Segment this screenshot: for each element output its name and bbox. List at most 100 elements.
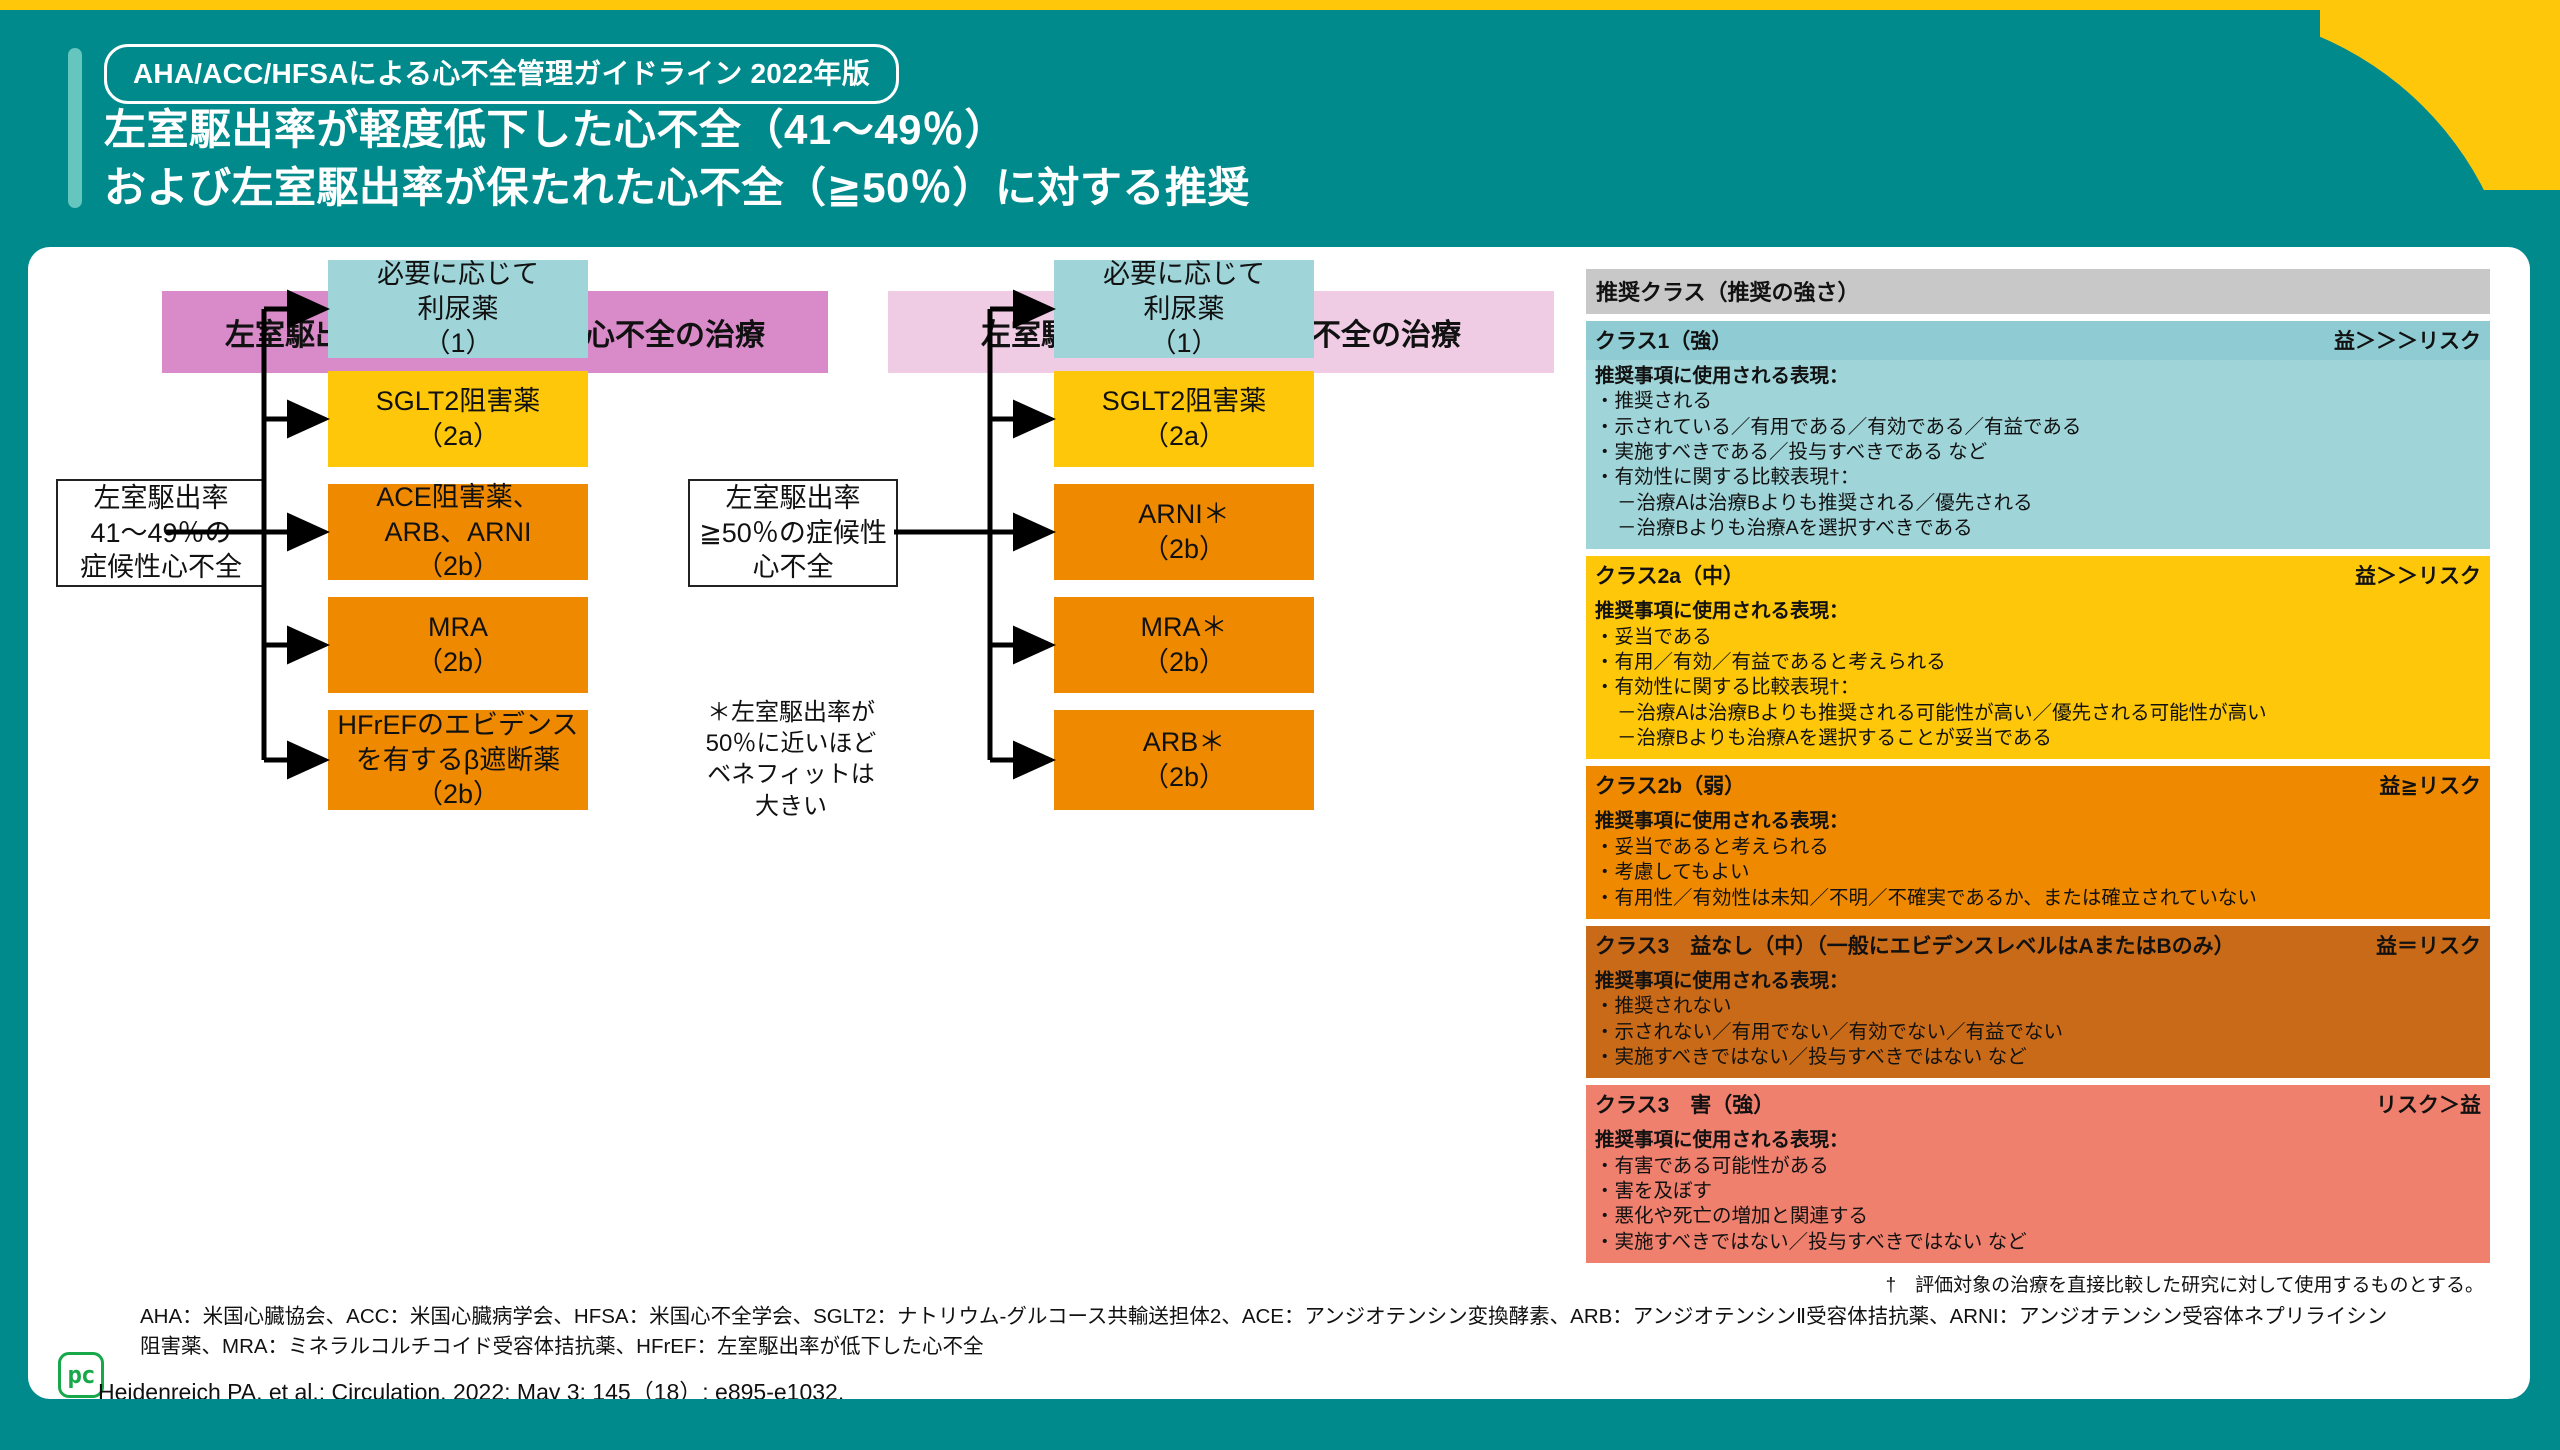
- rec-line: ・推奨される: [1595, 390, 1713, 413]
- box-line-1: SGLT2阻害薬: [375, 386, 541, 417]
- rec-line: －治療Bよりも治療Aを選択すべきである: [1617, 517, 1973, 540]
- box-line-2: 利尿薬: [417, 293, 499, 324]
- rec-line: ・有用／有効／有益であると考えられる: [1595, 651, 1946, 674]
- star-note-line-2: 50％に近いほど: [705, 730, 877, 758]
- rec-body-class3-nobenefit: 推奨事項に使用される表現： ・推奨されない ・示されない／有用でない／有効でない…: [1586, 964, 2490, 1079]
- source-line-1: 左室駆出率: [93, 483, 229, 514]
- box-line-1: 必要に応じて: [377, 259, 539, 290]
- source-line-3: 心不全: [752, 552, 834, 583]
- rec-head-class1: クラス1（強） 益＞＞＞リスク: [1586, 321, 2490, 360]
- teal-backdrop: [0, 10, 2320, 200]
- treatment-box-diuretics-hfmref: 必要に応じて 利尿薬 （1）: [328, 259, 588, 359]
- rec-phrase-label: 推奨事項に使用される表現：: [1595, 600, 1849, 623]
- source-box-hfmref: 左室駆出率 41〜49％の 症候性心不全: [56, 479, 266, 587]
- source-line-3: 症候性心不全: [80, 552, 242, 583]
- box-line-1: MRA＊: [1140, 612, 1228, 643]
- rec-line: －治療Bよりも治療Aを選択することが妥当である: [1617, 727, 2052, 750]
- rec-block-class2a: クラス2a（中） 益＞＞リスク 推奨事項に使用される表現： ・妥当である ・有用…: [1586, 556, 2490, 760]
- rec-block-class3-harm: クラス3 害（強） リスク＞益 推奨事項に使用される表現： ・有害である可能性が…: [1586, 1085, 2490, 1263]
- rec-line: ・実施すべきではない／投与すべきではない など: [1595, 1045, 2027, 1068]
- abbreviations-line-2: 阻害薬、MRA：ミネラルコルチコイド受容体拮抗薬、HFrEF：左室駆出率が低下し…: [140, 1334, 984, 1358]
- page-header: AHA/ACC/HFSAによる心不全管理ガイドライン 2022年版 左室駆出率が…: [0, 10, 2560, 245]
- treatment-box-mra-hfpef: MRA＊ （2b）: [1054, 597, 1314, 693]
- rec-body-class2a: 推奨事項に使用される表現： ・妥当である ・有用／有効／有益であると考えられる …: [1586, 595, 2490, 760]
- rec-line: ・示されている／有用である／有効である／有益である: [1595, 415, 2082, 438]
- page-title-line-2: および左室駆出率が保たれた心不全（≧50％）に対する推奨: [104, 164, 1250, 211]
- rec-risk-label: 益≧リスク: [2379, 775, 2481, 799]
- source-line-1: 左室駆出率: [725, 483, 861, 514]
- rec-line: ・考慮してもよい: [1595, 861, 1750, 884]
- rec-class-label: クラス3 益なし（中）（一般にエビデンスレベルはAまたはBのみ）: [1595, 934, 2235, 958]
- box-line-2: を有するβ遮断薬: [355, 744, 561, 775]
- box-line-2: （2b）: [1141, 762, 1227, 792]
- box-line-2: （2b）: [1141, 534, 1227, 564]
- box-line-2: ARB、ARNI: [384, 516, 532, 547]
- box-line-2: （2b）: [1141, 647, 1227, 677]
- rec-line: ・妥当であると考えられる: [1595, 835, 1829, 858]
- source-line-2: ≧50％の症候性: [699, 517, 887, 548]
- rec-line: －治療Aは治療Bよりも推奨される可能性が高い／優先される可能性が高い: [1617, 701, 2267, 724]
- rec-head-class2b: クラス2b（弱） 益≧リスク: [1586, 766, 2490, 806]
- rec-risk-label: リスク＞益: [2376, 1094, 2481, 1118]
- treatment-box-diuretics-hfpef: 必要に応じて 利尿薬 （1）: [1054, 259, 1314, 359]
- rec-head-class3-harm: クラス3 害（強） リスク＞益: [1586, 1085, 2490, 1125]
- rec-body-class2b: 推奨事項に使用される表現： ・妥当であると考えられる ・考慮してもよい ・有用性…: [1586, 805, 2490, 919]
- source-line-2: 41〜49％の: [90, 517, 232, 548]
- rec-phrase-label: 推奨事項に使用される表現：: [1595, 365, 1849, 387]
- box-line-2: （2b）: [415, 647, 501, 677]
- page-title-line-1: 左室駆出率が軽度低下した心不全（41〜49％）: [104, 106, 1007, 153]
- box-line-1: HFrEFのエビデンス: [337, 710, 579, 741]
- header-accent-bar: [68, 48, 82, 208]
- rec-body-class3-harm: 推奨事項に使用される表現： ・有害である可能性がある ・害を及ぼす ・悪化や死亡…: [1586, 1124, 2490, 1263]
- treatment-box-mra-hfmref: MRA （2b）: [328, 597, 588, 693]
- box-line-2: 利尿薬: [1143, 293, 1225, 324]
- rec-phrase-label: 推奨事項に使用される表現：: [1595, 969, 1849, 992]
- rec-risk-label: 益＞＞＞リスク: [2334, 330, 2481, 353]
- rec-line: ・有効性に関する比較表現†：: [1595, 676, 1860, 699]
- rec-risk-label: 益＝リスク: [2376, 934, 2481, 958]
- treatment-box-arni-hfpef: ARNI＊ （2b）: [1054, 484, 1314, 580]
- rec-head-class2a: クラス2a（中） 益＞＞リスク: [1586, 556, 2490, 596]
- box-line-3: （2b）: [415, 779, 501, 810]
- rec-risk-label: 益＞＞リスク: [2355, 565, 2481, 589]
- box-line-1: SGLT2阻害薬: [1101, 386, 1267, 417]
- box-line-1: MRA: [428, 612, 488, 643]
- treatment-box-sglt2-hfpef: SGLT2阻害薬 （2a）: [1054, 371, 1314, 467]
- pc-logo: pc: [58, 1352, 104, 1398]
- box-line-3: （1）: [1149, 328, 1219, 359]
- treatment-box-acei-arb-arni-hfmref: ACE阻害薬、 ARB、ARNI （2b）: [328, 482, 588, 581]
- rec-block-class3-nobenefit: クラス3 益なし（中）（一般にエビデンスレベルはAまたはBのみ） 益＝リスク 推…: [1586, 925, 2490, 1079]
- rec-body-class1: 推奨事項に使用される表現： ・推奨される ・示されている／有用である／有効である…: [1586, 360, 2490, 550]
- rec-class-label: クラス2b（弱）: [1595, 775, 1746, 799]
- rec-line: ・推奨されない: [1595, 995, 1732, 1018]
- rec-head-class3-nobenefit: クラス3 益なし（中）（一般にエビデンスレベルはAまたはBのみ） 益＝リスク: [1586, 925, 2490, 965]
- rec-line: ・有効性に関する比較表現†：: [1595, 466, 1860, 489]
- abbreviations-note: AHA：米国心臓協会、ACC：米国心臓病学会、HFSA：米国心不全学会、SGLT…: [140, 1302, 2470, 1361]
- source-box-hfpef: 左室駆出率 ≧50％の症候性 心不全: [688, 479, 898, 587]
- rec-class-label: クラス1（強）: [1595, 330, 1733, 353]
- rec-class-label: クラス2a（中）: [1595, 565, 1744, 589]
- rec-block-class2b: クラス2b（弱） 益≧リスク 推奨事項に使用される表現： ・妥当であると考えられ…: [1586, 766, 2490, 919]
- box-line-3: （2b）: [415, 551, 501, 582]
- star-footnote: ＊左室駆出率が 50％に近いほど ベネフィットは 大きい: [676, 697, 906, 822]
- box-line-1: ARNI＊: [1138, 499, 1230, 530]
- guideline-badge: AHA/ACC/HFSAによる心不全管理ガイドライン 2022年版: [104, 44, 899, 104]
- star-note-line-1: ＊左室駆出率が: [707, 699, 875, 726]
- box-line-1: 必要に応じて: [1103, 259, 1265, 290]
- abbreviations-line-1: AHA：米国心臓協会、ACC：米国心臓病学会、HFSA：米国心不全学会、SGLT…: [140, 1305, 2388, 1328]
- citation-text: Heidenreich PA, et al.: Circulation. 202…: [98, 1379, 845, 1399]
- box-line-1: ACE阻害薬、: [376, 482, 540, 513]
- rec-block-class1: クラス1（強） 益＞＞＞リスク 推奨事項に使用される表現： ・推奨される ・示さ…: [1586, 321, 2490, 550]
- rec-line: ・実施すべきである／投与すべきである など: [1595, 441, 1988, 464]
- recommendation-class-table: 推奨クラス（推奨の強さ） クラス1（強） 益＞＞＞リスク 推奨事項に使用される表…: [1586, 269, 2490, 1297]
- box-line-3: （1）: [423, 328, 493, 359]
- dagger-footnote: † 評価対象の治療を直接比較した研究に対して使用するものとする。: [1885, 1274, 2484, 1296]
- treatment-box-arb-hfpef: ARB＊ （2b）: [1054, 710, 1314, 810]
- rec-line: ・示されない／有用でない／有効でない／有益でない: [1595, 1020, 2064, 1043]
- box-line-2: （2a）: [1141, 421, 1227, 451]
- rec-line: ・実施すべきではない／投与すべきではない など: [1595, 1230, 2027, 1253]
- rec-line: －治療Aは治療Bよりも推奨される／優先される: [1617, 491, 2033, 514]
- treatment-box-betablocker-hfmref: HFrEFのエビデンス を有するβ遮断薬 （2b）: [328, 710, 588, 810]
- rec-class-label: クラス3 害（強）: [1595, 1094, 1775, 1118]
- rec-line: ・有用性／有効性は未知／不明／不確実であるか、または確立されていない: [1595, 886, 2257, 909]
